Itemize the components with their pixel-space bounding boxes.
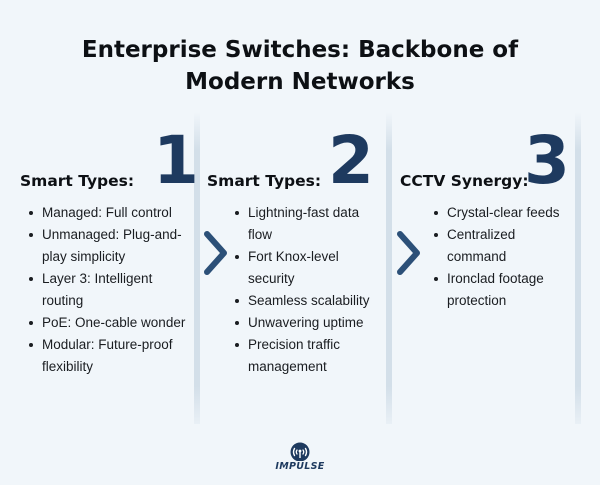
title-line-1: Enterprise Switches: Backbone of xyxy=(81,37,519,63)
column-divider-3 xyxy=(575,112,581,424)
step-list-3: Crystal-clear feeds Centralized command … xyxy=(431,202,573,312)
list-item: Ironclad footage protection xyxy=(431,268,573,312)
chevron-right-icon xyxy=(204,231,227,275)
step-list-1: Managed: Full control Unmanaged: Plug-an… xyxy=(26,202,186,378)
brand-logo: IMPULSE xyxy=(270,441,330,477)
list-item: Unmanaged: Plug-and-play simplicity xyxy=(26,224,186,268)
list-item: Layer 3: Intelligent routing xyxy=(26,268,186,312)
list-item: Fort Knox-level security xyxy=(232,246,380,290)
column-divider-2 xyxy=(386,112,392,424)
step-heading-3: CCTV Synergy: xyxy=(400,172,529,190)
title-line-2: Modern Networks xyxy=(185,69,415,95)
list-item: Lightning-fast data flow xyxy=(232,202,380,246)
list-item: Managed: Full control xyxy=(26,202,186,224)
list-item: Modular: Future-proof flexibility xyxy=(26,334,186,378)
list-item: Crystal-clear feeds xyxy=(431,202,573,224)
list-item: Unwavering uptime xyxy=(232,312,380,334)
step-number-2: 2 xyxy=(328,122,374,199)
step-number-1: 1 xyxy=(153,122,199,199)
step-heading-1: Smart Types: xyxy=(20,172,135,190)
list-item: Centralized command xyxy=(431,224,573,268)
step-heading-2: Smart Types: xyxy=(207,172,322,190)
step-list-2: Lightning-fast data flow Fort Knox-level… xyxy=(232,202,380,378)
step-number-3: 3 xyxy=(524,122,570,199)
list-item: PoE: One-cable wonder xyxy=(26,312,186,334)
signal-broadcast-icon xyxy=(290,442,310,461)
column-divider-1 xyxy=(194,112,200,424)
page-title: Enterprise Switches: Backbone of Modern … xyxy=(0,34,600,98)
chevron-right-icon xyxy=(397,231,420,275)
brand-name: IMPULSE xyxy=(275,461,325,472)
list-item: Precision traffic management xyxy=(232,334,380,378)
list-item: Seamless scalability xyxy=(232,290,380,312)
